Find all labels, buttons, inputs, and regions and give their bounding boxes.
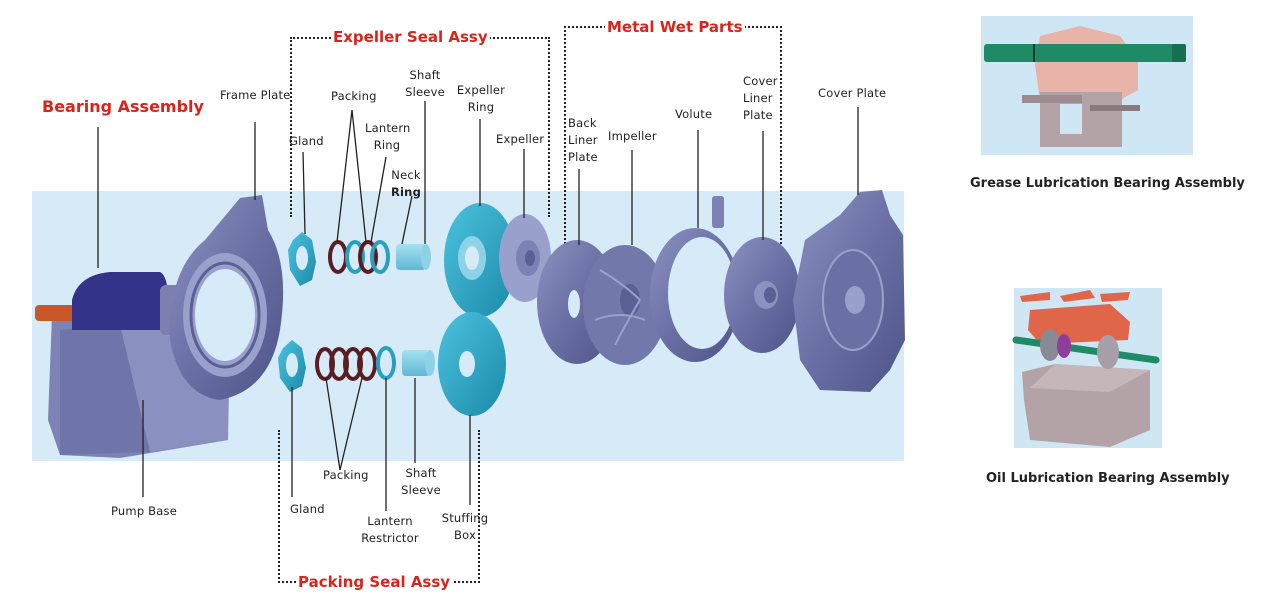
label-frame-plate: Frame Plate [220, 88, 291, 102]
label-cover-plate: Cover Plate [818, 86, 887, 100]
label-neck-ring: Neck Ring [390, 168, 422, 199]
expeller [499, 214, 551, 302]
label-back-liner-plate: Back Liner Plate [568, 116, 598, 164]
bearing-assembly-title: Bearing Assembly [42, 97, 204, 116]
metal-wet-parts-title: Metal Wet Parts [605, 18, 745, 36]
label-pump-base: Pump Base [111, 504, 177, 518]
frame-plate [169, 195, 284, 400]
expeller-ring [444, 203, 516, 317]
label-expeller-ring: Expeller Ring [456, 83, 506, 114]
label-shaft-sleeve-top: Shaft Sleeve [405, 68, 445, 99]
label-volute: Volute [675, 107, 713, 121]
label-impeller: Impeller [608, 129, 657, 143]
label-gland-bottom: Gland [290, 502, 325, 516]
label-stuffing-box: Stuffing Box [441, 511, 489, 542]
label-shaft-sleeve-bottom: Shaft Sleeve [401, 466, 441, 497]
label-cover-liner-plate: Cover Liner Plate [743, 74, 778, 122]
packing-seal-title: Packing Seal Assy [296, 573, 453, 591]
label-lantern-ring: Lantern Ring [365, 121, 411, 152]
label-packing-top: Packing [331, 89, 377, 103]
cover-plate [793, 190, 905, 392]
volute [650, 196, 740, 362]
label-packing-bottom: Packing [323, 468, 369, 482]
oil-lubrication-caption: Oil Lubrication Bearing Assembly [986, 471, 1230, 486]
grease-lubrication-caption: Grease Lubrication Bearing Assembly [970, 176, 1245, 191]
leader-lines [97, 101, 859, 511]
impeller [583, 245, 667, 365]
packing-seal-parts [278, 340, 435, 392]
label-lantern-restrictor: Lantern Restrictor [361, 514, 419, 545]
expeller-seal-title: Expeller Seal Assy [331, 28, 490, 46]
cover-liner-plate [724, 237, 800, 353]
shaft-end [35, 305, 75, 321]
oil-lubrication-illustration [1012, 288, 1162, 448]
expeller-seal-parts [288, 232, 431, 286]
stuffing-box [438, 312, 506, 416]
grease-lubrication-illustration [981, 16, 1193, 155]
label-gland-top: Gland [289, 134, 324, 148]
label-expeller: Expeller [496, 132, 545, 146]
